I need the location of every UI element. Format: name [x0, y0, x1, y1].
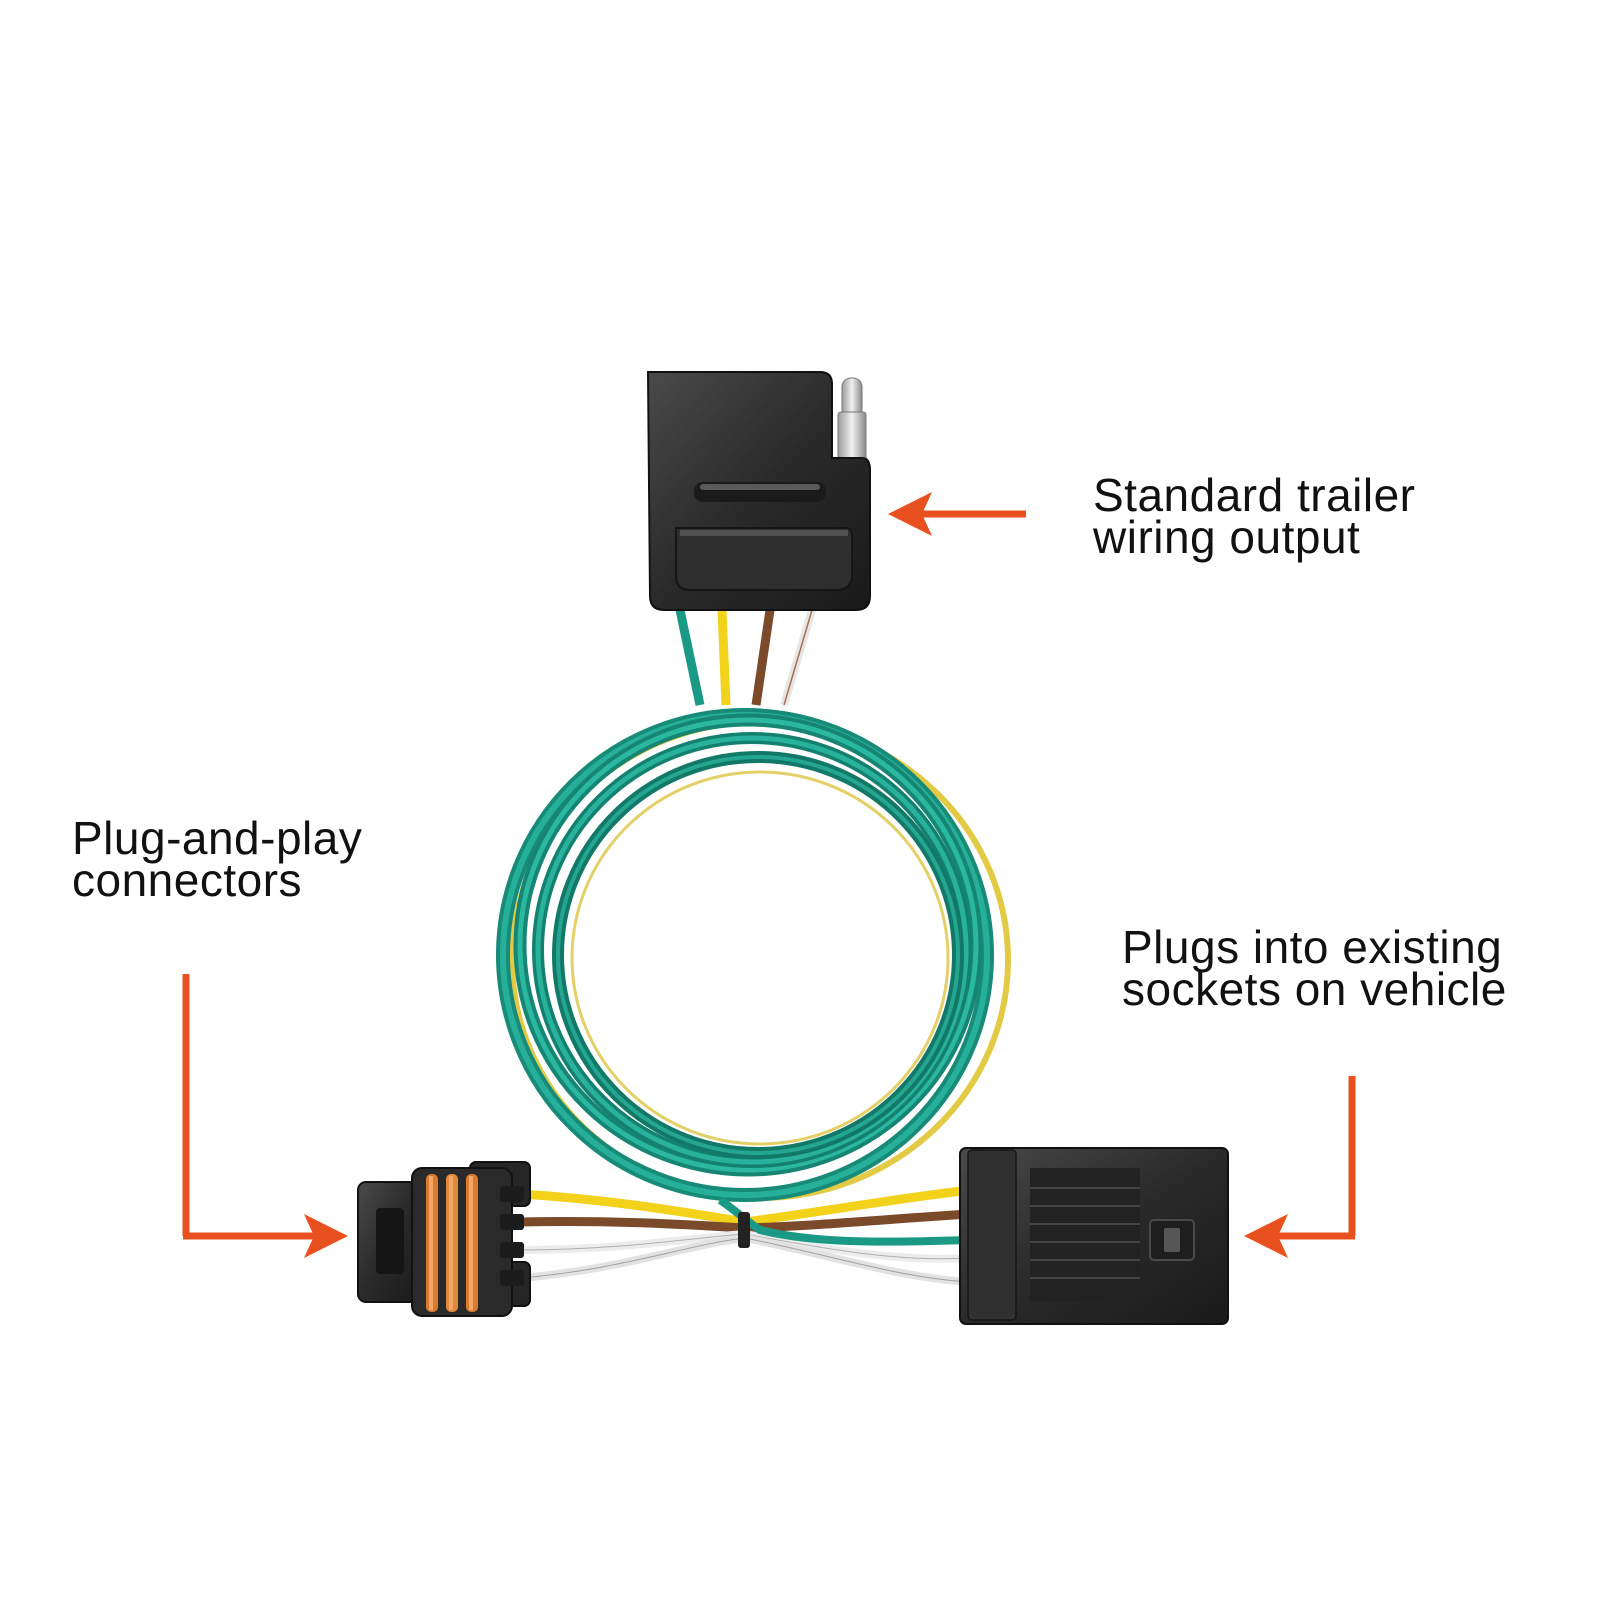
top-wire-bundle	[675, 608, 816, 707]
callout-vehicle-sockets: Plugs into existing sockets on vehicle	[1122, 921, 1507, 1015]
callout-vehicle-line1: Plugs into existing	[1122, 921, 1503, 973]
coiled-cable	[496, 708, 1011, 1202]
flat-4-way-connector	[646, 371, 871, 611]
arrow-to-output	[888, 492, 1026, 536]
arrow-to-left-connector	[182, 974, 348, 1258]
callout-vehicle-line2: sockets on vehicle	[1122, 963, 1507, 1015]
callout-connectors-line1: Plug-and-play	[72, 812, 363, 864]
callout-standard-trailer-output: Standard trailer wiring output	[1093, 469, 1416, 563]
callout-connectors-line2: connectors	[72, 854, 303, 906]
bottom-wire-bundle	[519, 1185, 971, 1286]
left-plug-connector	[357, 1161, 531, 1317]
right-plug-connector	[959, 1147, 1229, 1325]
callout-output-line1: Standard trailer	[1093, 469, 1416, 521]
callout-output-line2: wiring output	[1093, 511, 1361, 563]
callout-plug-and-play: Plug-and-play connectors	[72, 812, 363, 906]
arrow-to-right-connector	[1244, 1076, 1356, 1258]
